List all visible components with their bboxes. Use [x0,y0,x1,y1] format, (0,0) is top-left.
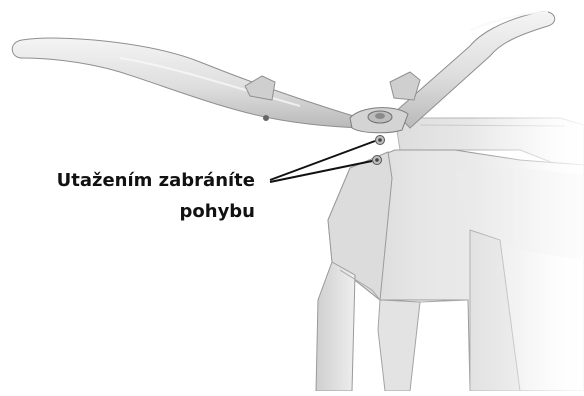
callout-text-line2: pohybu [180,201,256,223]
handlebar-left [12,38,372,128]
fork-leg-right [378,300,420,391]
callout-text-line1: Utažením zabráníte [57,170,255,192]
fork-leg-left [316,262,355,391]
bar-bolt-hole [263,115,269,121]
